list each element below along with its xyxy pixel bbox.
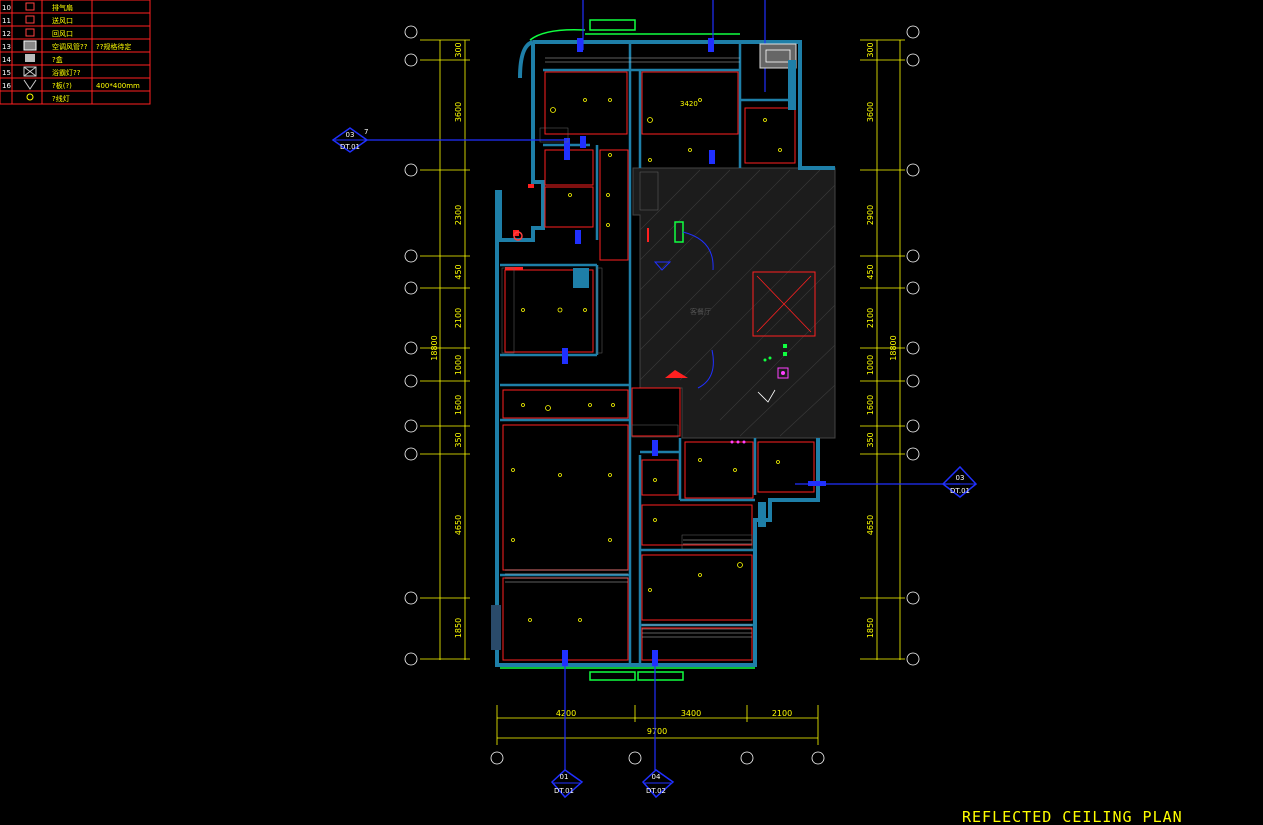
legend-text: ?线灯 [52, 94, 70, 103]
section-num: 03 [346, 131, 355, 139]
legend-no: 14 [2, 56, 11, 64]
dim-value: 350 [866, 432, 875, 447]
legend-extra: 400*400mm [96, 82, 140, 90]
drawing-title: REFLECTED CEILING PLAN [962, 808, 1183, 825]
fire-sprinkler-icon [513, 231, 523, 241]
dim-value: 1600 [454, 395, 463, 415]
dim-value: 2100 [866, 308, 875, 328]
dim-value: 2900 [866, 205, 875, 225]
section-num: 04 [652, 773, 661, 781]
legend-text: ?盒 [52, 55, 63, 64]
dim-value: 2100 [454, 308, 463, 328]
dim-value: 4200 [556, 709, 576, 718]
dim-value: 4650 [454, 515, 463, 535]
bath-heater-icon [23, 66, 37, 77]
dim-value: 1850 [454, 618, 463, 638]
legend-no: 11 [2, 17, 11, 25]
bay-window-arc [518, 40, 534, 79]
left-dim-text: 300 3600 2300 450 2100 1000 1600 350 465… [430, 42, 463, 638]
dim-value: 4650 [866, 515, 875, 535]
right-axis-bubbles [906, 25, 920, 666]
legend-no: 12 [2, 30, 11, 38]
legend-table: 10 排气扇 11 送风口 12 回风口 13 空调风管?? ??规格待定 14… [0, 0, 151, 105]
legend-no: 13 [2, 43, 11, 51]
dim-value: 350 [454, 432, 463, 447]
ceiling-light-icons [511, 98, 782, 622]
dim-value: 450 [866, 264, 875, 279]
dim-value: 1600 [866, 395, 875, 415]
dim-value: 300 [454, 42, 463, 57]
left-axis-bubbles [404, 25, 418, 666]
section-num: 03 [956, 474, 965, 482]
section-label: 7 [364, 128, 368, 136]
bottom-dimensions [496, 705, 819, 745]
dim-total: 9700 [647, 727, 667, 736]
legend-text: 浴霸灯?? [52, 68, 81, 77]
section-sheet: DT.01 [554, 787, 574, 795]
dim-value: 3400 [681, 709, 701, 718]
left-dimensions [420, 39, 470, 660]
dim-value: 3600 [454, 102, 463, 122]
legend-text: 空调风管?? [52, 42, 88, 51]
box-icon [25, 54, 35, 62]
section-mark-03-right: 03 DT.01 [941, 465, 978, 498]
legend-no: 10 [2, 4, 11, 12]
section-sheet: DT.01 [950, 487, 970, 495]
dim-value: 1000 [454, 355, 463, 375]
dim-value: 1000 [866, 355, 875, 375]
dim-value: 450 [454, 264, 463, 279]
spot-light-icon [26, 93, 34, 101]
room-label-dim: 3420 [680, 100, 698, 108]
legend-text: 排气扇 [52, 3, 73, 12]
dim-total: 18800 [889, 335, 898, 360]
bottom-axis-bubbles [490, 751, 825, 765]
floor-plan: 客餐厅 3420 [365, 0, 960, 770]
legend-text: 送风口 [52, 16, 73, 25]
ac-duct-icon [23, 40, 37, 51]
section-mark-04: 04 DT.02 [641, 769, 675, 799]
right-dim-text: 300 3600 2900 450 2100 1000 1600 350 465… [866, 42, 898, 638]
panel-icon [23, 79, 37, 90]
legend-no: 16 [2, 82, 11, 90]
legend-no: 15 [2, 69, 11, 77]
dim-value: 300 [866, 42, 875, 57]
legend-text: 回风口 [52, 30, 73, 38]
exhaust-fan-icon [25, 2, 35, 11]
dim-value: 3600 [866, 102, 875, 122]
dim-total: 18800 [430, 335, 439, 360]
section-sheet: DT.02 [646, 787, 666, 795]
section-mark-03-left: 03 DT.01 7 [331, 127, 368, 153]
right-dimensions [860, 39, 905, 660]
dim-value: 2300 [454, 205, 463, 225]
bottom-dim-text: 4200 3400 2100 9700 [556, 709, 792, 736]
section-num: 01 [560, 773, 569, 781]
section-sheet: DT.01 [340, 143, 360, 151]
dim-value: 1850 [866, 618, 875, 638]
legend-text: ?板(?) [52, 81, 72, 90]
dim-value: 2100 [772, 709, 792, 718]
room-label-hall: 客餐厅 [690, 307, 711, 316]
supply-vent-icon [25, 15, 35, 24]
return-vent-icon [25, 28, 35, 37]
section-mark-01: 01 DT.01 [550, 769, 584, 799]
legend-extra: ??规格待定 [96, 42, 131, 51]
